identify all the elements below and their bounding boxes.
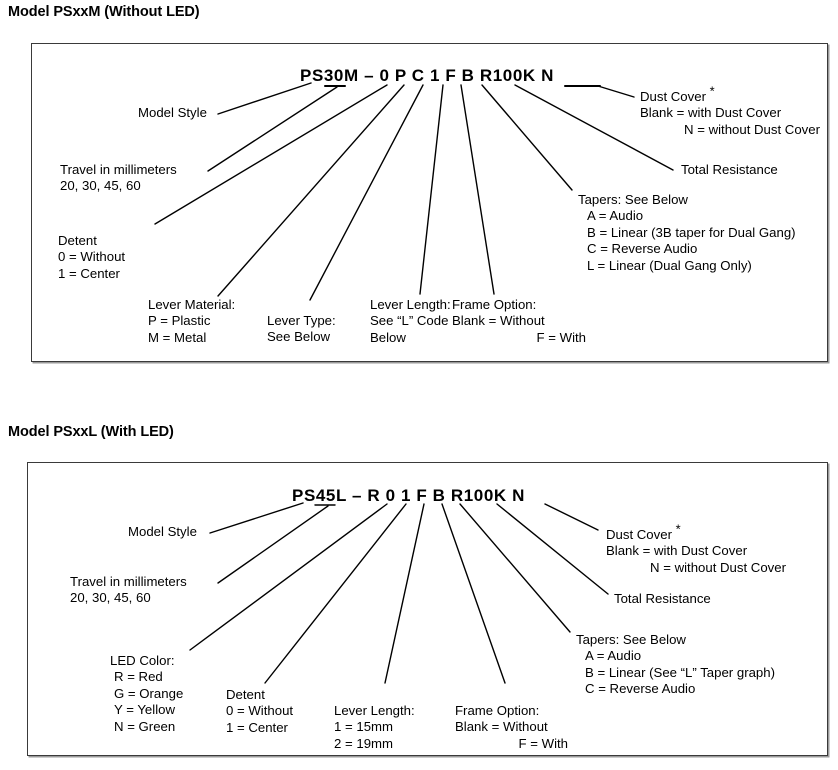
callout-line: 2 = 19mm [334, 735, 394, 751]
callout-line: Lever Type: [267, 313, 336, 328]
callout-travel-psxxm: Travel in millimeters 20, 30, 45, 60 [60, 162, 177, 195]
callout-line: Y = Yellow [114, 702, 175, 718]
callout-line: B = Linear (See “L” Taper graph) [585, 664, 775, 680]
callout-led-color-psxxl: LED Color: R = Red G = Orange Y = Yellow… [110, 653, 183, 735]
callout-dust-cover-psxxm: Dust Cover * Blank = with Dust Cover N =… [640, 83, 820, 138]
callout-line: 1 = Center [58, 265, 120, 281]
callout-line: Detent [58, 233, 97, 248]
callout-detent-psxxl: Detent 0 = Without 1 = Center [226, 687, 293, 736]
callout-model-style-psxxl: Model Style [128, 524, 197, 540]
callout-line: Total Resistance [614, 591, 711, 606]
callout-frame-option-psxxm: Frame Option: Blank = Without F = With [452, 297, 586, 346]
part-number-psxxl: PS45L – R 0 1 F B R100K N [292, 486, 525, 505]
callout-line: 1 = 15mm [334, 719, 394, 735]
callout-line: Blank = Without [455, 719, 548, 735]
diagram-title-psxxm: Model PSxxM (Without LED) [8, 4, 200, 20]
callout-line: Travel in millimeters [70, 574, 187, 589]
callout-line: F = With [536, 329, 586, 345]
callout-line: R = Red [114, 669, 163, 685]
callout-line: Frame Option: [452, 297, 537, 312]
callout-line: M = Metal [148, 329, 207, 345]
callout-line: A = Audio [585, 648, 642, 664]
callout-line: 0 = Without [226, 703, 294, 719]
diagram-box-psxxl [27, 462, 828, 756]
callout-travel-psxxl: Travel in millimeters 20, 30, 45, 60 [70, 574, 187, 607]
callout-line: N = Green [114, 718, 176, 734]
callout-line: Blank = with Dust Cover [606, 543, 748, 559]
callout-line: See “L” Code [370, 313, 449, 329]
part-number-psxxm: PS30M – 0 P C 1 F B R100K N [300, 66, 554, 85]
callout-line: Lever Material: [148, 297, 236, 312]
callout-model-style-psxxm: Model Style [138, 105, 207, 121]
callout-total-resistance-psxxl: Total Resistance [614, 591, 711, 607]
callout-line: G = Orange [114, 685, 184, 701]
callout-line: B = Linear (3B taper for Dual Gang) [587, 224, 796, 240]
callout-dust-cover-psxxl: Dust Cover * Blank = with Dust Cover N =… [606, 521, 786, 576]
callout-line: Model Style [138, 105, 207, 120]
callout-lever-length-psxxm: Lever Length: See “L” Code Below [370, 297, 451, 346]
footnote-asterisk: * [671, 521, 681, 537]
callout-line: Blank = with Dust Cover [640, 105, 782, 121]
callout-line: Travel in millimeters [60, 162, 177, 177]
callout-line: Detent [226, 687, 265, 702]
callout-detent-psxxm: Detent 0 = Without 1 = Center [58, 233, 125, 282]
callout-line: Total Resistance [681, 162, 778, 177]
callout-line: Lever Length: [334, 703, 415, 718]
callout-line: L = Linear (Dual Gang Only) [587, 257, 752, 273]
footnote-asterisk: * [705, 83, 715, 99]
callout-line: Tapers: See Below [578, 192, 688, 207]
callout-line: N = without Dust Cover [684, 121, 820, 137]
callout-line: Below [370, 329, 406, 345]
callout-total-resistance-psxxm: Total Resistance [681, 162, 778, 178]
callout-line: Tapers: See Below [576, 632, 686, 647]
callout-tapers-psxxm: Tapers: See Below A = Audio B = Linear (… [578, 192, 796, 274]
callout-line: C = Reverse Audio [585, 681, 696, 697]
callout-line: Model Style [128, 524, 197, 539]
callout-line: Lever Length: [370, 297, 451, 312]
callout-line: Blank = Without [452, 313, 545, 329]
callout-line: P = Plastic [148, 313, 211, 329]
callout-line: A = Audio [587, 208, 644, 224]
callout-lever-type-psxxm: Lever Type: See Below [267, 313, 336, 346]
callout-lever-material-psxxm: Lever Material: P = Plastic M = Metal [148, 297, 235, 346]
callout-frame-option-psxxl: Frame Option: Blank = Without F = With [455, 703, 568, 752]
callout-line: C = Reverse Audio [587, 241, 698, 257]
callout-line: See Below [267, 329, 331, 345]
callout-line: LED Color: [110, 653, 175, 668]
callout-line: N = without Dust Cover [650, 559, 786, 575]
callout-line: Dust Cover * [606, 521, 681, 542]
callout-lever-length-psxxl: Lever Length: 1 = 15mm 2 = 19mm [334, 703, 415, 752]
callout-line: Frame Option: [455, 703, 540, 718]
callout-line: 20, 30, 45, 60 [70, 590, 151, 606]
callout-tapers-psxxl: Tapers: See Below A = Audio B = Linear (… [576, 632, 775, 698]
callout-line: 1 = Center [226, 719, 288, 735]
callout-line: 20, 30, 45, 60 [60, 178, 141, 194]
callout-line: Dust Cover * [640, 83, 715, 104]
diagram-title-psxxl: Model PSxxL (With LED) [8, 424, 174, 440]
callout-line: F = With [518, 735, 568, 751]
callout-line: 0 = Without [58, 249, 126, 265]
